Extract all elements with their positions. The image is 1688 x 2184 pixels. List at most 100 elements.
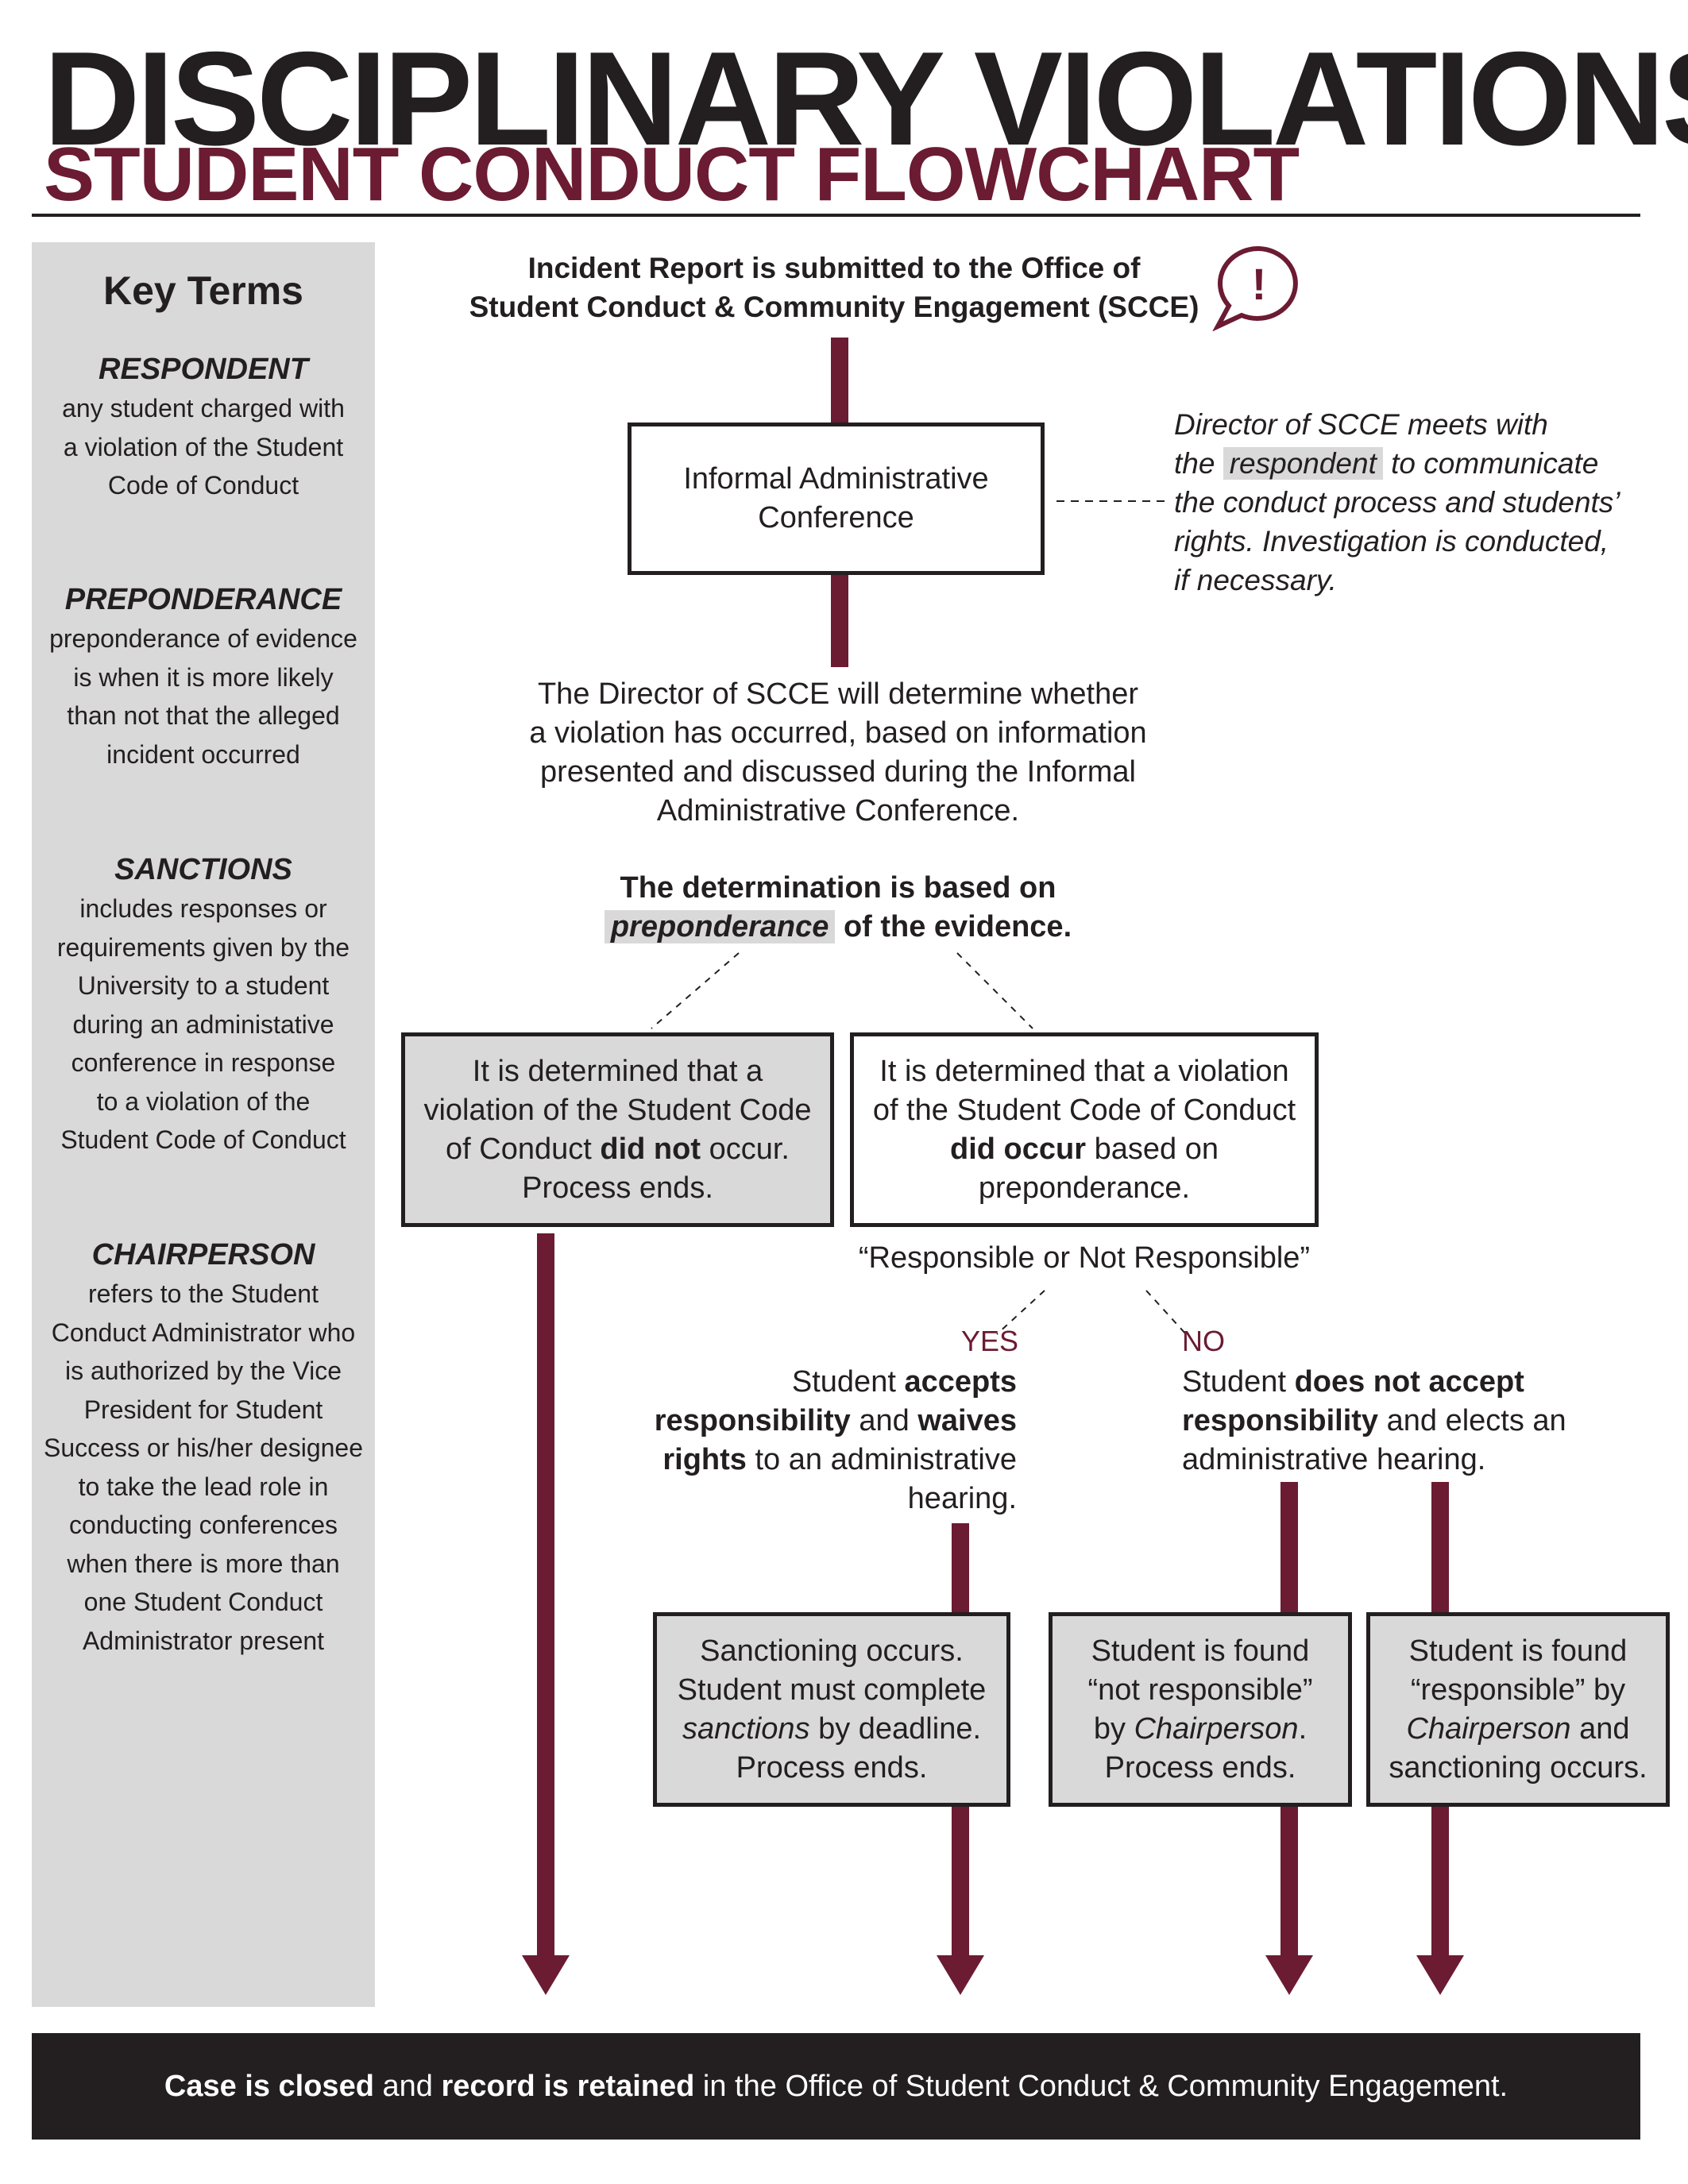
term-preponderance: PREPONDERANCE preponderance of evidence … [32, 580, 375, 774]
yes-label: YES [961, 1325, 1019, 1357]
term-desc-line: Success or his/her designee [44, 1433, 363, 1462]
box-text: occur. [709, 1132, 790, 1166]
no-line: responsibility and elects an [1182, 1402, 1627, 1441]
box-text: . [1298, 1711, 1308, 1746]
term-name: CHAIRPERSON [91, 1238, 315, 1271]
box-line: by Chairperson. [1087, 1710, 1312, 1749]
yes-text-bold: responsibility [654, 1404, 851, 1437]
no-label: NO [1182, 1325, 1225, 1357]
determination-basis: The determination is based on prepondera… [540, 869, 1136, 947]
box-text: by deadline. [818, 1711, 982, 1746]
note-text: to communicate [1391, 447, 1599, 480]
term-desc-line: Code of Conduct [107, 471, 299, 500]
flow-arrow-shaft [537, 1233, 554, 1958]
box-line: sanctioning occurs. [1389, 1750, 1647, 1785]
footer-plain: in the Office of Student Conduct & Commu… [702, 2069, 1508, 2103]
yes-line: hearing. [907, 1482, 1017, 1515]
determination-line: presented and discussed during the Infor… [540, 755, 1136, 789]
term-desc-line: one Student Conduct [83, 1588, 323, 1616]
term-respondent: RESPONDENT any student charged with a vi… [32, 349, 375, 505]
alert-speech-icon: ! [1212, 245, 1298, 331]
term-desc-line: conducting conferences [69, 1511, 338, 1539]
box-line: “not responsible” [1087, 1673, 1313, 1707]
term-desc-line: preponderance of evidence [49, 624, 357, 653]
page-subtitle: STUDENT CONDUCT FLOWCHART [44, 132, 1300, 217]
box-line: of the Student Code of Conduct [872, 1093, 1296, 1127]
incident-report-text: Incident Report is submitted to the Offi… [445, 249, 1223, 326]
term-desc-line: refers to the Student [88, 1279, 319, 1308]
basis-line: preponderance of the evidence. [540, 908, 1136, 947]
box-line: Sanctioning occurs. [700, 1634, 964, 1668]
box-line: It is determined that a [472, 1054, 763, 1088]
flow-bar [831, 338, 848, 425]
incident-line: Incident Report is submitted to the Offi… [527, 252, 1141, 284]
header-divider [32, 214, 1640, 217]
footer-text: Case is closed and record is retained in… [164, 2070, 1508, 2104]
footer-bold: record is retained [441, 2069, 695, 2103]
key-terms-panel: Key Terms RESPONDENT any student charged… [32, 242, 375, 2007]
term-desc-line: is authorized by the Vice [64, 1356, 342, 1385]
flow-arrow-shaft [1431, 1807, 1449, 1958]
box-line: Conference [758, 501, 914, 534]
note-line: the respondent to communicate [1174, 444, 1667, 483]
note-line: rights. Investigation is conducted, [1174, 525, 1609, 558]
note-text: the [1174, 447, 1215, 480]
no-connector [1145, 1290, 1187, 1335]
alert-symbol: ! [1252, 259, 1267, 309]
flow-bar [831, 573, 848, 667]
term-name: RESPONDENT [98, 353, 308, 386]
arrow-head [1416, 1955, 1464, 1995]
responsible-box: Student is found “responsible” by Chairp… [1366, 1612, 1670, 1807]
box-text: and [1579, 1711, 1630, 1746]
no-line: administrative hearing. [1182, 1443, 1486, 1476]
term-desc-line: President for Student [83, 1395, 323, 1424]
flow-arrow-shaft [952, 1807, 969, 1958]
basis-text: of the evidence. [843, 910, 1072, 943]
does-not-accept-text: Student does not accept responsibility a… [1182, 1363, 1627, 1480]
arrow-head [937, 1955, 984, 1995]
term-name: SANCTIONS [114, 853, 292, 886]
box-text-italic: sanctions [682, 1711, 810, 1746]
sanctioning-box: Sanctioning occurs. Student must complet… [653, 1612, 1010, 1807]
responsibility-question: “Responsible or Not Responsible” [858, 1241, 1311, 1275]
box-line: Student is found [1408, 1634, 1628, 1668]
determination-line: Administrative Conference. [656, 794, 1020, 828]
yes-text: Student [791, 1365, 896, 1399]
box-line: Process ends. [1104, 1750, 1296, 1785]
yes-line: Student accepts [628, 1363, 1017, 1402]
box-text-italic: Chairperson [1406, 1711, 1571, 1746]
note-line: Director of SCCE meets with [1174, 408, 1548, 441]
box-line: Process ends. [736, 1750, 928, 1785]
yes-text-bold: rights [662, 1443, 747, 1476]
box-text: of Conduct [446, 1132, 592, 1166]
informal-conference-box: Informal Administrative Conference [628, 423, 1045, 575]
term-desc-line: to a violation of the [96, 1086, 311, 1116]
not-responsible-box: Student is found “not responsible” by Ch… [1049, 1612, 1352, 1807]
flow-bar [1280, 1482, 1298, 1617]
term-chairperson: CHAIRPERSON refers to the Student Conduc… [32, 1235, 375, 1660]
term-desc-line: includes responses or [79, 894, 327, 923]
page-title: DISCIPLINARY VIOLATIONS [44, 24, 1688, 173]
term-name: PREPONDERANCE [64, 583, 342, 616]
arrow-head [522, 1955, 570, 1995]
yes-connector [996, 1290, 1045, 1335]
yes-text-bold: accepts [904, 1365, 1017, 1399]
note-line: if necessary. [1174, 564, 1337, 596]
term-desc-line: Administrator present [82, 1626, 325, 1655]
box-line: Student must complete [677, 1673, 987, 1707]
no-line: Student does not accept [1182, 1363, 1627, 1402]
term-desc-line: when there is more than [67, 1549, 340, 1578]
flow-arrow-shaft [1280, 1807, 1298, 1958]
box-line: Chairperson and [1389, 1710, 1647, 1749]
case-closed-banner: Case is closed and record is retained in… [32, 2033, 1640, 2140]
preponderance-highlight: preponderance [604, 910, 836, 943]
box-line: preponderance. [978, 1171, 1191, 1205]
accepts-responsibility-text: Student accepts responsibility and waive… [628, 1363, 1017, 1518]
term-desc-line: University to a student [77, 971, 330, 1000]
box-line: “responsible” by [1410, 1673, 1626, 1707]
term-desc-line: to take the lead role in [78, 1472, 329, 1501]
no-text-bold: does not accept [1294, 1365, 1524, 1399]
branch-connector-right [956, 952, 1033, 1029]
term-desc-line: during an administative [72, 1009, 334, 1039]
